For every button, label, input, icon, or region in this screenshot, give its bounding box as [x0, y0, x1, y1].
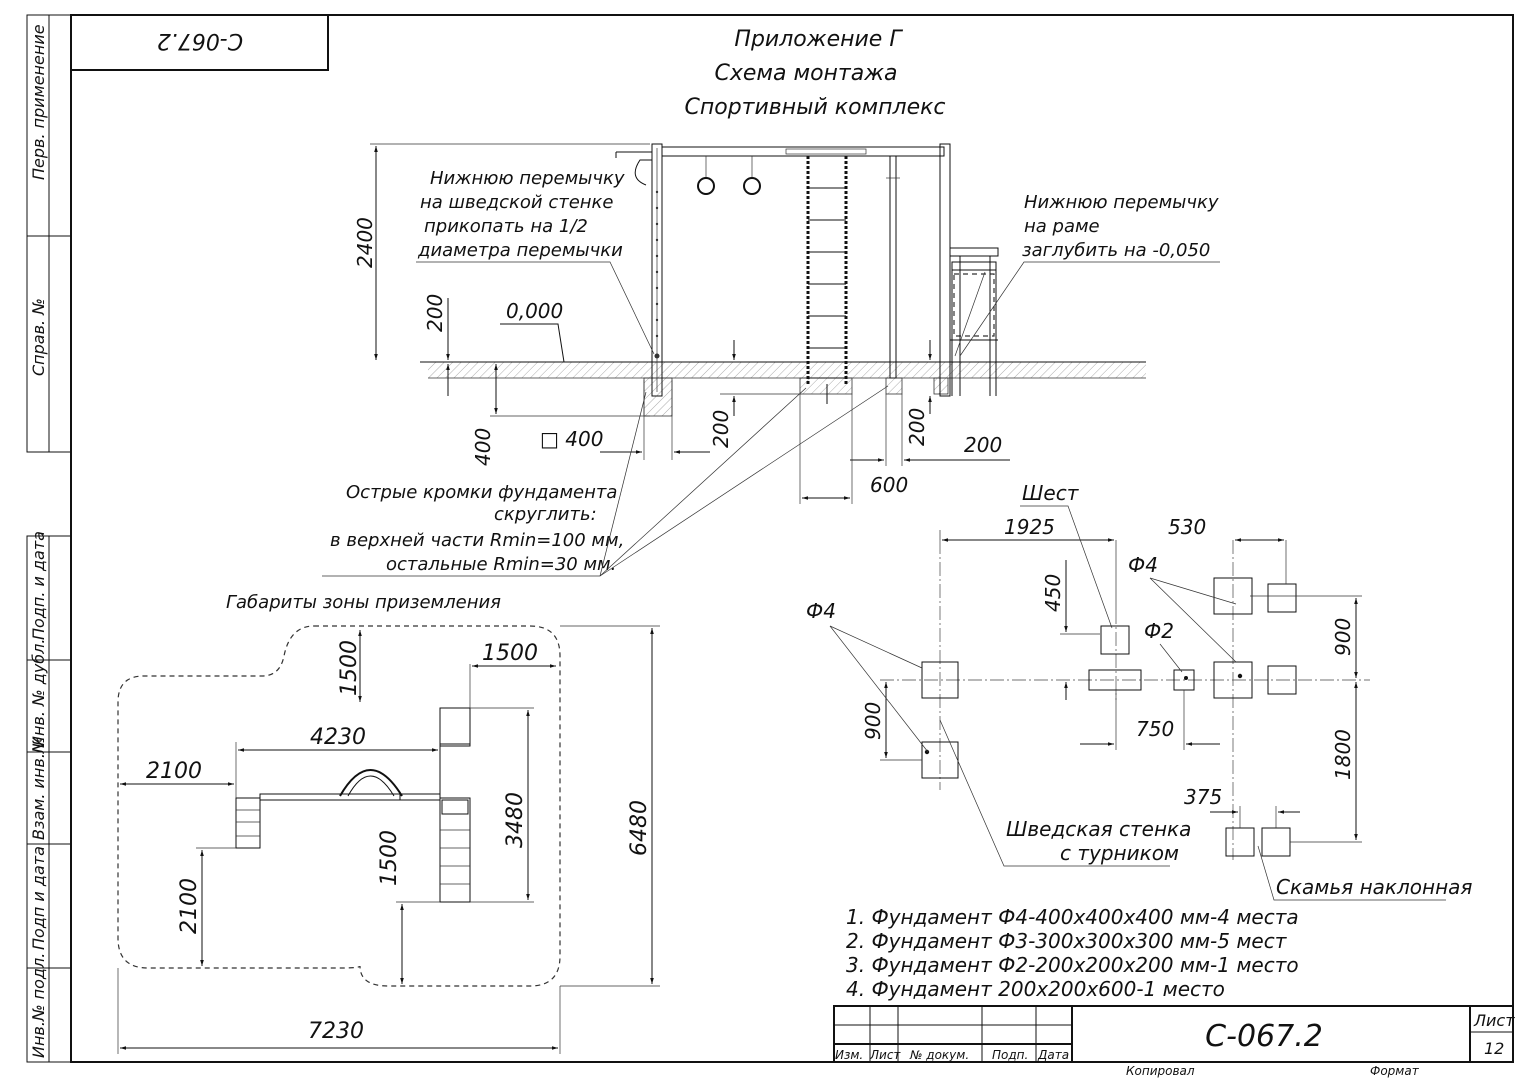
label-incline-bench: Скамья наклонная [1276, 875, 1472, 899]
side-label-orig-inv-no: Инв.№ подл. [29, 953, 48, 1058]
plan-dim-900-left: 900 [861, 702, 885, 740]
dim-square-400: □ 400 [540, 427, 603, 451]
zone-dim-1500-c: 1500 [377, 830, 402, 886]
label-swedish-wall-2: с турником [1060, 841, 1179, 865]
side-column-labels: Перв. применение Справ. № Подп. и дата И… [29, 24, 48, 1058]
note-wall-line-3: прикопать на 1/2 [424, 216, 588, 237]
note-item-4: 4. Фундамент 200х200х600-1 место [846, 977, 1225, 1001]
dim-height-2400: 2400 [353, 217, 377, 268]
incline-bench [949, 247, 999, 396]
stamp-code-rotated: С-067.2 [157, 28, 243, 53]
side-label-sign-date-2: Подп и дата [29, 846, 48, 950]
zone-dim-7230: 7230 [308, 1019, 364, 1044]
dim-depth-400: 400 [471, 428, 495, 466]
drawing-title: Приложение Г Схема монтажа Спортивный ко… [684, 27, 945, 120]
elevation-annotations: 2400 200 0,000 400 □ 400 200 200 200 [322, 143, 1220, 577]
side-label-reference-no: Справ. № [29, 298, 48, 376]
tb-copied: Копировал [1126, 1064, 1195, 1078]
plan-dim-1925: 1925 [1004, 515, 1055, 539]
dim-200-c: 200 [964, 433, 1002, 457]
plan-dim-1800: 1800 [1331, 729, 1355, 780]
zone-dim-6480: 6480 [627, 800, 652, 856]
label-f4-left: Ф4 [806, 599, 836, 623]
landing-zone-title: Габариты зоны приземления [226, 592, 501, 613]
zone-dim-2100-b: 2100 [177, 878, 202, 934]
note-frame-line-3: заглубить на -0,050 [1022, 240, 1210, 261]
label-f4-top: Ф4 [1128, 553, 1158, 577]
note-wall-line-4: диаметра перемычки [417, 240, 623, 261]
plan-dim-900-right: 900 [1331, 618, 1355, 656]
plan-dim-530: 530 [1168, 515, 1206, 539]
tb-col-doc-no: № докум. [909, 1048, 969, 1062]
note-edges-line-2: скруглить: [494, 504, 597, 525]
note-edges-line-1: Острые кромки фундамента [346, 482, 617, 503]
note-frame-line-2: на раме [1024, 216, 1100, 237]
foundation-f4-right-mid [1213, 661, 1253, 699]
zone-dim-4230: 4230 [310, 725, 366, 750]
tb-col-date: Дата [1037, 1048, 1069, 1062]
tb-sheet-label: Лист [1473, 1011, 1515, 1030]
note-item-1: 1. Фундамент Ф4-400х400х400 мм-4 места [846, 905, 1299, 929]
plan-dim-750: 750 [1136, 717, 1174, 741]
side-label-dup-inv-no: Инв. № дубл. [29, 639, 48, 748]
tb-format: Формат [1370, 1064, 1420, 1078]
foundation-notes: 1. Фундамент Ф4-400х400х400 мм-4 места 2… [846, 905, 1299, 1001]
label-swedish-wall-1: Шведская стенка [1006, 817, 1191, 841]
landing-zone-view: Габариты зоны приземления 1500 1500 4230… [117, 592, 660, 1054]
dim-200-b: 200 [905, 408, 929, 446]
side-label-sign-date-1: Подп. и дата [29, 531, 48, 640]
note-item-2: 2. Фундамент Ф3-300х300х300 мм-5 мест [846, 929, 1288, 953]
label-pole: Шест [1022, 481, 1080, 505]
note-frame-line-1: Нижнюю перемычку [1024, 192, 1219, 213]
tb-col-signature: Подп. [992, 1048, 1028, 1062]
side-label-replace-inv-no: Взам. инв.№ [29, 736, 48, 840]
title-block: Изм. Лист № докум. Подп. Дата С-067.2 Ли… [833, 1005, 1515, 1078]
title-line-scheme: Схема монтажа [714, 61, 897, 86]
foundation-plan-view: 1925 530 450 900 900 750 1800 375 Шест Ф… [806, 481, 1472, 901]
note-item-3: 3. Фундамент Ф2-200х200х200 мм-1 место [846, 953, 1299, 977]
top-stamp-box: С-067.2 [70, 14, 329, 71]
drawing-frame [26, 14, 1514, 1063]
foundation-pole [1100, 625, 1130, 655]
title-line-appendix: Приложение Г [734, 27, 903, 52]
dim-above-200: 200 [423, 294, 447, 332]
rope-ladder [806, 156, 848, 404]
title-line-complex: Спортивный комплекс [684, 95, 945, 120]
zone-dim-2100-a: 2100 [146, 759, 202, 784]
zone-dim-3480: 3480 [503, 792, 528, 848]
tb-sheet-number: 12 [1484, 1039, 1504, 1058]
zone-dim-1500-b: 1500 [482, 641, 538, 666]
note-edges-line-3: в верхней части Rmin=100 мм, [330, 530, 624, 551]
side-label-first-use: Перв. применение [29, 24, 48, 180]
tb-col-sheet: Лист [869, 1048, 901, 1062]
note-edges-line-4: остальные Rmin=30 мм. [386, 554, 616, 575]
note-wall-line-2: на шведской стенке [420, 192, 614, 213]
dim-600: 600 [870, 473, 908, 497]
zone-dim-1500-a: 1500 [337, 640, 362, 696]
foundation-f4-left-top [921, 661, 959, 699]
elevation-view [420, 143, 1146, 417]
tb-document-code: С-067.2 [1205, 1019, 1323, 1054]
plan-dim-375: 375 [1184, 785, 1222, 809]
label-f2: Ф2 [1144, 619, 1174, 643]
level-mark: 0,000 [506, 299, 563, 323]
note-wall-line-1: Нижнюю перемычку [430, 168, 625, 189]
tb-col-change: Изм. [835, 1048, 863, 1062]
foundation-strip [1088, 669, 1142, 691]
dim-200-a: 200 [709, 410, 733, 448]
plan-dim-450: 450 [1041, 574, 1065, 612]
